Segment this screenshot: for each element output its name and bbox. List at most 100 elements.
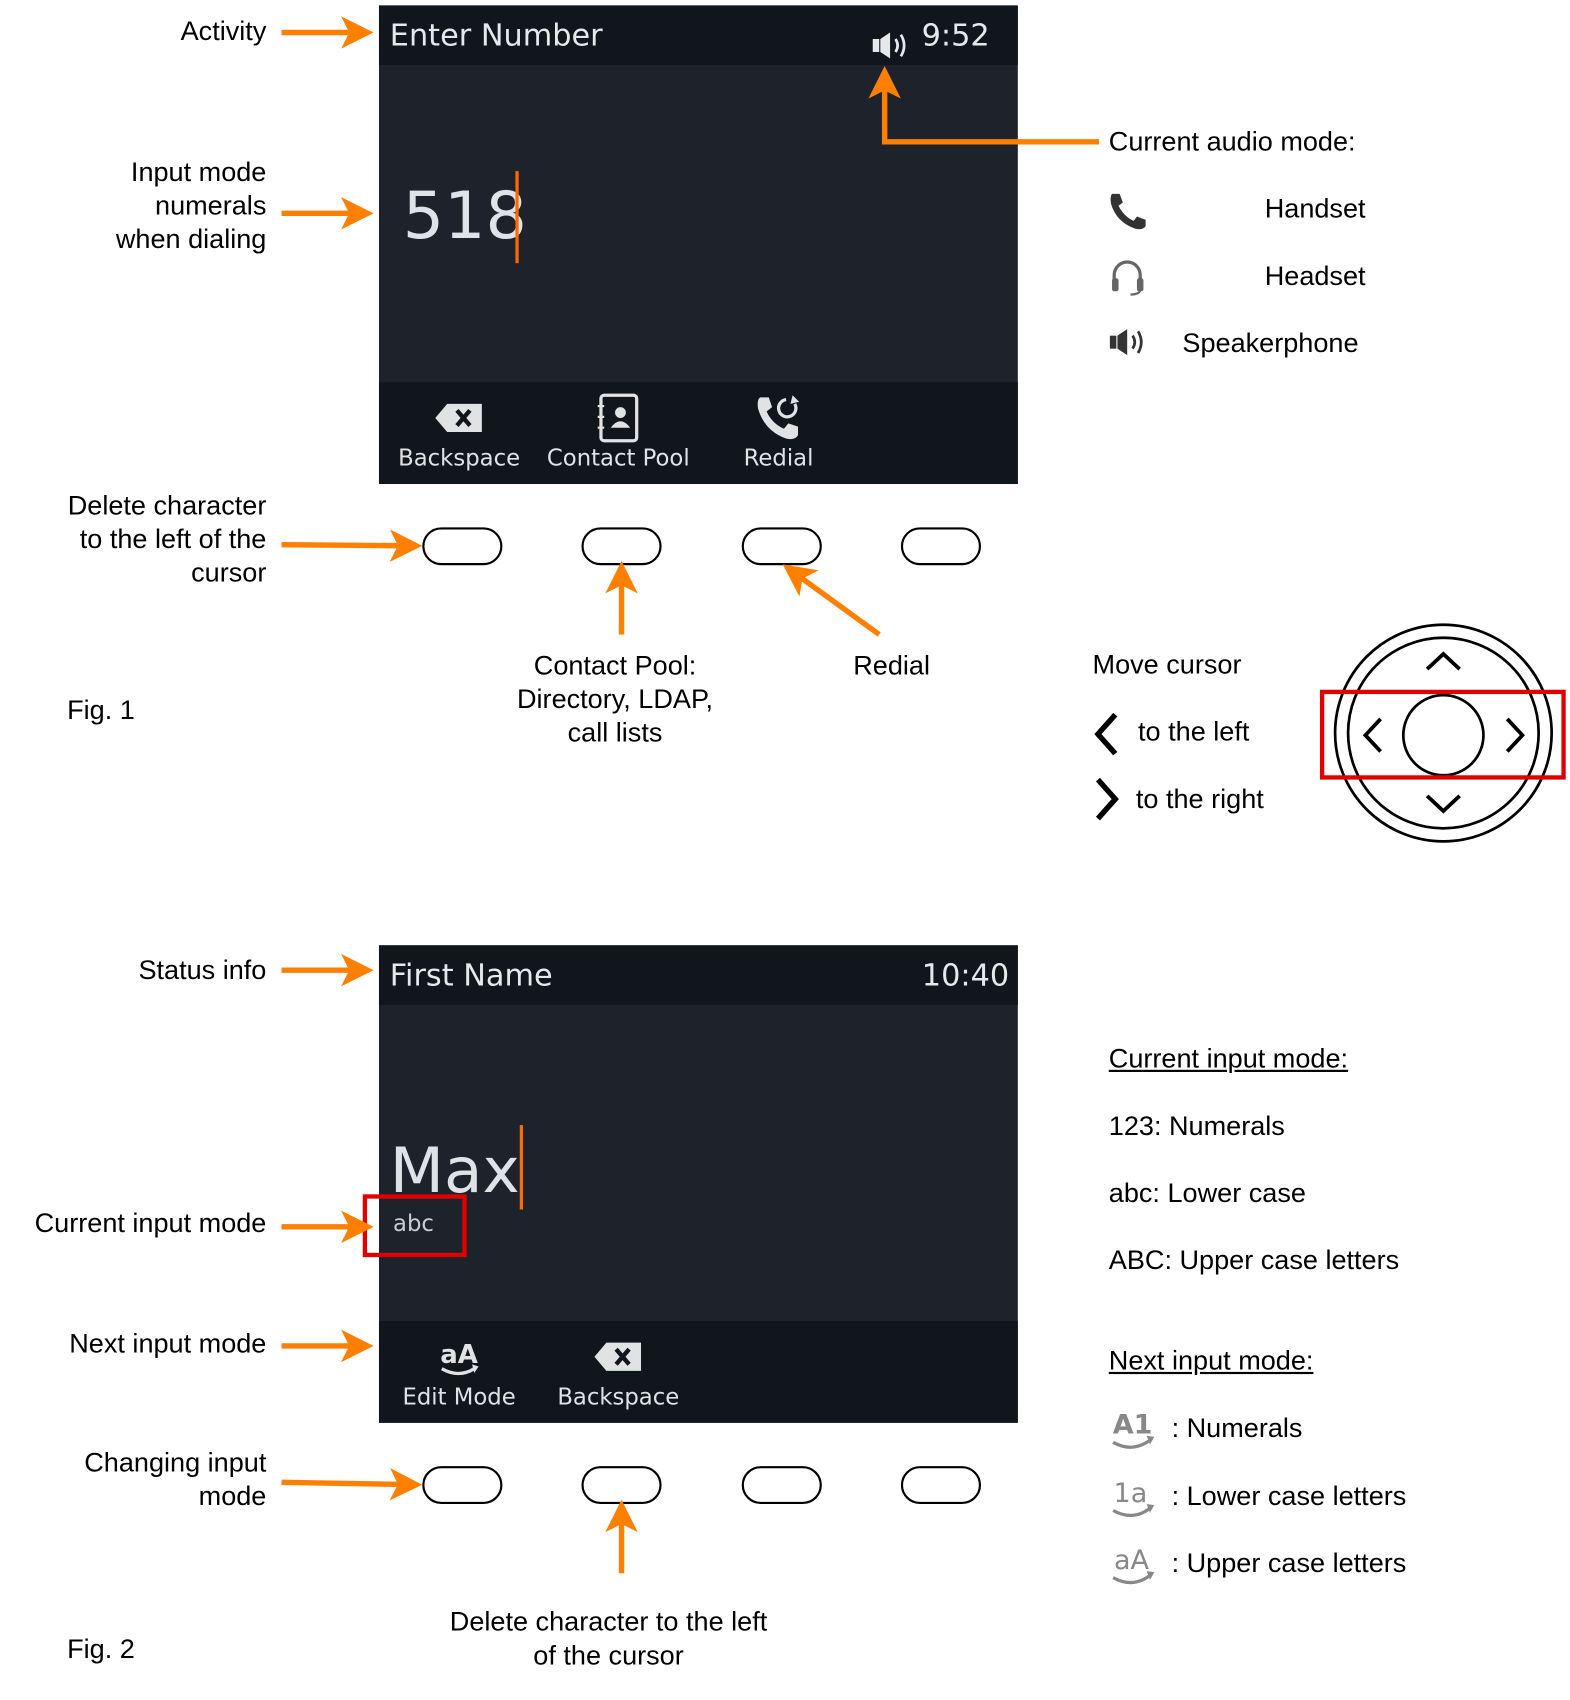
text-cursor	[515, 171, 519, 264]
highlight-box-input-mode	[362, 1194, 467, 1258]
softkey-label: Backspace	[557, 1383, 680, 1410]
label-line: numerals	[155, 190, 267, 221]
label-line: of the cursor	[533, 1640, 684, 1671]
highlight-box-left-right	[1319, 689, 1566, 780]
label-line: Delete character to the left	[449, 1606, 768, 1638]
clock: 10:40	[921, 957, 1010, 993]
redial-icon	[703, 391, 855, 445]
label-line: cursor	[191, 557, 267, 588]
phone-screen-text-entry: First Name 10:40 Max abc aA Edit Mode Ba…	[378, 945, 1018, 1423]
phone-screen-dial: Enter Number 9:52 518 Backspace Contact …	[378, 5, 1018, 485]
uppercase-mode-icon: aA	[1109, 1539, 1157, 1591]
audio-mode-label: Speakerphone	[1182, 328, 1359, 359]
softkey-bar: Backspace Contact Pool Redial	[378, 382, 1018, 485]
label-line: Directory, LDAP,	[516, 684, 714, 715]
next-input-item: : Numerals	[1171, 1413, 1303, 1444]
fig1-caption: Fig. 1	[67, 695, 135, 726]
lowercase-mode-icon: 1a	[1109, 1472, 1157, 1524]
arrow-delete	[281, 529, 423, 562]
softkey-button-2[interactable]	[581, 527, 662, 566]
next-input-item: : Upper case letters	[1171, 1548, 1407, 1579]
softkey-edit-mode[interactable]: aA Edit Mode	[383, 1330, 535, 1410]
svg-text:aA: aA	[1114, 1545, 1150, 1576]
softkey-label: Backspace	[398, 445, 521, 472]
text-cursor	[519, 1125, 523, 1210]
softkey-label: Edit Mode	[402, 1383, 516, 1410]
label-changing-input-mode: Changing input mode	[84, 1447, 266, 1514]
input-mode-indicator: abc	[393, 1210, 434, 1237]
backspace-icon	[383, 391, 535, 445]
backspace-icon	[542, 1330, 694, 1384]
svg-text:1a: 1a	[1114, 1478, 1148, 1509]
headset-icon	[1109, 258, 1148, 297]
activity-title: Enter Number	[389, 17, 603, 54]
speaker-icon	[872, 21, 915, 59]
svg-text:A1: A1	[1113, 1410, 1153, 1441]
softkey-backspace[interactable]: Backspace	[383, 391, 535, 471]
label-line: to the left of the	[79, 524, 267, 555]
softkey-contact-pool[interactable]: Contact Pool	[542, 391, 694, 471]
softkey-button-4[interactable]	[900, 527, 982, 566]
chevron-left-icon	[1091, 710, 1121, 758]
label-contact-pool: Contact Pool: Directory, LDAP, call list…	[453, 650, 778, 751]
nav-right-icon	[1505, 717, 1526, 753]
softkey-button-3[interactable]	[741, 1466, 822, 1505]
arrow-changing-mode	[281, 1467, 423, 1501]
label-line: when dialing	[115, 224, 267, 255]
softkey-bar: aA Edit Mode Backspace	[378, 1321, 1018, 1423]
chevron-right-icon	[1091, 775, 1121, 823]
softkey-button-1[interactable]	[422, 527, 503, 566]
label-line: Delete character	[67, 490, 267, 521]
softkey-redial[interactable]: Redial	[703, 391, 855, 471]
speaker-icon	[1109, 325, 1152, 360]
softkey-backspace[interactable]: Backspace	[542, 1330, 694, 1410]
nav-up-icon	[1425, 651, 1461, 671]
label-line: call lists	[567, 717, 663, 749]
label-current-input-mode: Current input mode	[34, 1208, 267, 1239]
label-next-input-mode: Next input mode	[69, 1328, 267, 1359]
label-input-mode: Input mode numerals when dialing	[116, 156, 267, 257]
numerals-mode-icon: A1	[1109, 1403, 1157, 1455]
softkey-button-2[interactable]	[581, 1466, 662, 1505]
move-cursor-heading: Move cursor	[1092, 649, 1242, 680]
handset-icon	[1109, 192, 1148, 231]
audio-mode-label: Handset	[1264, 193, 1366, 225]
current-input-item: ABC: Upper case letters	[1108, 1245, 1400, 1276]
nav-left-icon	[1362, 717, 1382, 753]
label-redial: Redial	[853, 650, 930, 682]
nav-down-icon	[1425, 794, 1461, 814]
current-input-heading: Current input mode:	[1108, 1043, 1349, 1075]
label-line: Input mode	[130, 157, 267, 188]
arrow-redial	[782, 564, 881, 637]
softkey-button-1[interactable]	[422, 1466, 503, 1505]
dial-number-input[interactable]: 518	[403, 173, 527, 260]
softkey-button-4[interactable]	[900, 1466, 982, 1505]
status-bar: First Name 10:40	[378, 945, 1018, 1005]
softkey-label: Redial	[743, 445, 814, 472]
label-line: Contact Pool:	[533, 650, 697, 682]
label-status-info: Status info	[138, 955, 267, 986]
current-input-item: 123: Numerals	[1108, 1110, 1285, 1142]
audio-mode-heading: Current audio mode:	[1108, 126, 1356, 158]
current-input-item: abc: Lower case	[1108, 1178, 1306, 1209]
softkey-button-3[interactable]	[741, 527, 822, 566]
svg-text:aA: aA	[440, 1340, 478, 1370]
next-input-heading: Next input mode:	[1108, 1345, 1314, 1377]
contacts-icon	[542, 391, 694, 445]
softkey-label: Contact Pool	[546, 445, 690, 472]
edit-mode-icon: aA	[383, 1330, 535, 1384]
label-line: mode	[198, 1481, 267, 1512]
cursor-left-label: to the left	[1138, 716, 1250, 748]
status-bar: Enter Number 9:52	[378, 5, 1018, 65]
next-input-item: : Lower case letters	[1171, 1481, 1407, 1512]
label-line: Changing input	[84, 1447, 267, 1479]
label-delete: Delete character to the left of the curs…	[68, 489, 267, 590]
field-title: First Name	[389, 957, 553, 993]
navigation-pad[interactable]	[1330, 619, 1568, 846]
fig2-caption: Fig. 2	[67, 1633, 135, 1665]
label-delete-character: Delete character to the left of the curs…	[392, 1606, 825, 1673]
cursor-right-label: to the right	[1135, 783, 1264, 815]
audio-mode-label: Headset	[1264, 260, 1366, 292]
label-activity: Activity	[180, 16, 267, 47]
